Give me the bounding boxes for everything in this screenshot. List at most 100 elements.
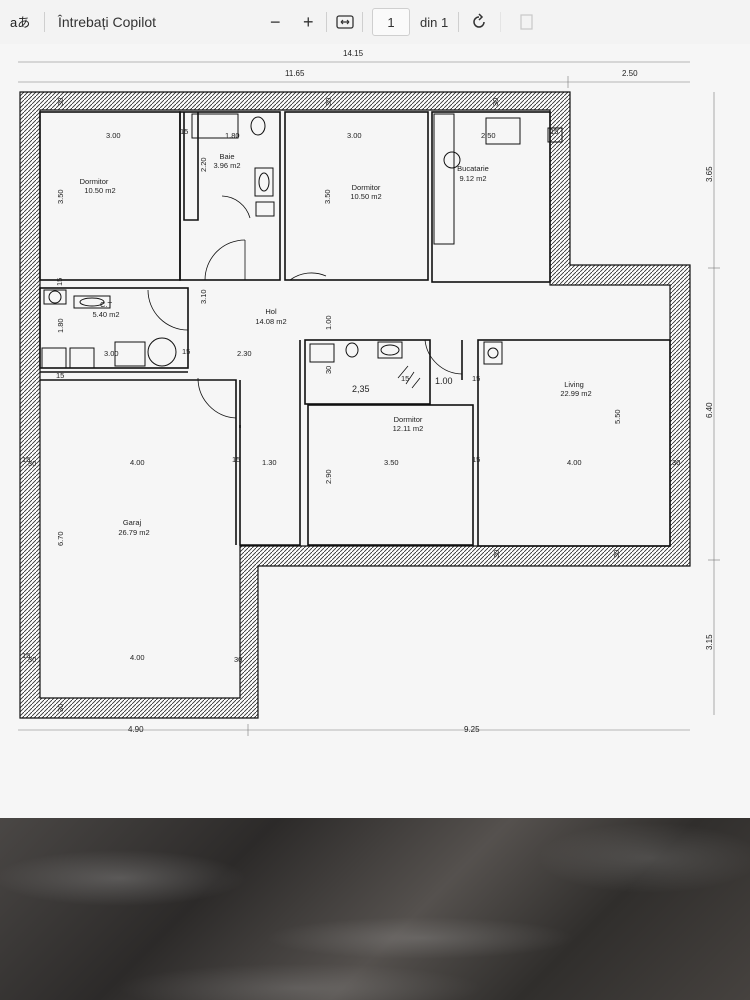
- dim-left: 11.65: [285, 69, 305, 78]
- dim-right: 2.50: [622, 69, 638, 78]
- toolbar-divider: [458, 12, 459, 32]
- dim-label: 3.00: [106, 131, 121, 140]
- zoom-in-icon: +: [303, 11, 314, 32]
- copilot-prompt[interactable]: Întrebați Copilot: [58, 0, 156, 44]
- toolbar-divider: [326, 12, 327, 32]
- room-label: Dormitor 10.50 m2: [350, 183, 381, 201]
- dim-label: 3.00: [104, 349, 119, 358]
- page-number-value: 1: [387, 14, 395, 30]
- dim-label: 4.00: [130, 458, 145, 467]
- page-number-input[interactable]: 1: [372, 8, 410, 36]
- dim-label: 3.50: [384, 458, 399, 467]
- dim-label: 5.50: [613, 409, 622, 424]
- dim-bottom-left: 4.90: [128, 725, 144, 734]
- rotate-button[interactable]: [470, 0, 488, 44]
- dim-label: 15: [55, 278, 64, 286]
- dim-label: 15: [180, 127, 188, 136]
- dim-right-top: 3.65: [705, 166, 714, 182]
- rotate-icon: [473, 13, 485, 28]
- page-count-label: din 1: [420, 14, 449, 30]
- marble-floor-background: [0, 818, 750, 1000]
- marble-veins: [0, 818, 750, 1000]
- room-area: 5.40 m2: [92, 310, 119, 319]
- dim-label: 4.00: [130, 653, 145, 662]
- door-swings: [147, 195, 463, 419]
- room-area: 14.08 m2: [255, 317, 286, 326]
- room-area: 10.50 m2: [84, 186, 115, 195]
- dim-bottom-right: 9.25: [464, 725, 480, 734]
- dim-total: 14.15: [343, 49, 364, 58]
- dim-label: 1.30: [262, 458, 277, 467]
- dim-label: 30: [56, 98, 65, 106]
- zoom-out-icon: −: [270, 11, 281, 32]
- dim-label: 30: [56, 704, 65, 712]
- fit-page-button[interactable]: [336, 0, 354, 44]
- dim-label: 30: [234, 655, 242, 664]
- toolbar-divider: [362, 12, 363, 32]
- room-label: Dormitor 10.50 m2: [80, 177, 116, 195]
- dim-label: 2.20: [199, 157, 208, 172]
- zoom-in-button[interactable]: +: [303, 0, 314, 44]
- dim-label: 15: [182, 347, 190, 356]
- dim-label: 2.50: [481, 131, 496, 140]
- interior-walls: [39, 111, 671, 547]
- room-label: Baie 3.96 m2: [213, 152, 240, 170]
- fixtures: [41, 113, 563, 369]
- dim-label: 4.00: [567, 458, 582, 467]
- toolbar-divider: [500, 12, 501, 32]
- dim-label: 15: [550, 127, 558, 136]
- room-label: Hol 14.08 m2: [255, 307, 286, 326]
- dim-label: 2.90: [324, 469, 333, 484]
- dim-label: 15: [232, 455, 240, 464]
- room-label: C.T 5.40 m2: [92, 300, 119, 319]
- dim-label: 15: [472, 455, 480, 464]
- dimension-labels: 14.15 11.65 2.50 4.90 9.25 3.65 6.40 3.1…: [128, 49, 714, 734]
- page-view-icon: [520, 14, 533, 30]
- dim-label: 2.30: [237, 349, 252, 358]
- room-name: Living: [564, 380, 584, 389]
- pdf-toolbar: aあ Întrebați Copilot − + 1 din 1: [0, 0, 750, 45]
- room-area: 10.50 m2: [350, 192, 381, 201]
- dim-label: 15: [401, 374, 409, 383]
- zoom-out-button[interactable]: −: [270, 0, 281, 44]
- room-name: Bucatarie: [457, 164, 489, 173]
- room-area: 12.11 m2: [393, 424, 424, 433]
- dim-label: 15: [56, 371, 64, 380]
- fit-page-icon: [336, 15, 354, 29]
- dim-label: 6.70: [56, 531, 65, 546]
- dim-label: 3.00: [347, 131, 362, 140]
- dim-label: 15: [472, 374, 480, 383]
- room-name: Dormitor: [394, 415, 423, 424]
- dim-right-middle: 6.40: [705, 402, 714, 418]
- room-name: Dormitor: [80, 177, 109, 186]
- room-label: Bucatarie 9.12 m2: [457, 164, 489, 183]
- svg-text:aあ: aあ: [10, 15, 30, 30]
- dim-label: 30: [491, 98, 500, 106]
- room-name: Hol: [265, 307, 277, 316]
- room-name: Garaj: [123, 518, 142, 527]
- room-area: 22.99 m2: [560, 389, 591, 398]
- dim-label: 30: [324, 98, 333, 106]
- dim-label: 3.50: [323, 189, 332, 204]
- dim-label: 30: [324, 366, 333, 374]
- room-label: Dormitor 12.11 m2: [393, 415, 424, 433]
- dim-label: 1.00: [324, 315, 333, 330]
- translate-icon[interactable]: aあ: [10, 0, 32, 44]
- floor-plan: 14.15 11.65 2.50 4.90 9.25 3.65 6.40 3.1…: [18, 49, 720, 736]
- room-name: C.T: [100, 300, 113, 309]
- toolbar-divider: [44, 12, 45, 32]
- inner-dimension-labels: 30 30 30 3.00 15 1.80 3.00 2.50 15 2.20 …: [22, 98, 680, 712]
- room-area: 3.96 m2: [213, 161, 240, 170]
- dim-label: 3.10: [199, 289, 208, 304]
- page-view-button[interactable]: [520, 0, 534, 44]
- room-name: Dormitor: [352, 183, 381, 192]
- page-count: din 1: [420, 0, 448, 44]
- dim-label: 30: [612, 550, 621, 558]
- dim-label: 1.80: [225, 131, 240, 140]
- pdf-page: [0, 44, 750, 820]
- dimension-lines: [18, 61, 720, 736]
- room-area: 9.12 m2: [459, 174, 486, 183]
- dim-label: 30: [492, 550, 501, 558]
- dim-label: 15: [22, 651, 30, 660]
- dim-label: 30: [28, 655, 36, 664]
